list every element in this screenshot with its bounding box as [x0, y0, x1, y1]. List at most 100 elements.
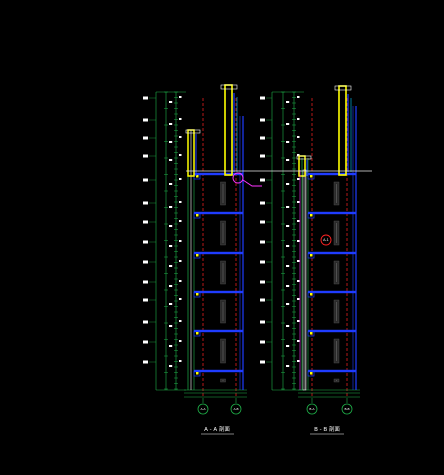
dimension-value-mark	[169, 285, 173, 287]
floor-slab	[308, 329, 356, 333]
dimension-value-mark	[179, 220, 182, 222]
facade-detail-line	[302, 169, 307, 391]
level-mark	[260, 280, 265, 284]
dimension-value-mark	[297, 220, 300, 222]
dimension-value-mark	[286, 141, 290, 143]
dimension-value-mark	[297, 298, 300, 300]
slab-beam	[307, 370, 315, 377]
detail-callout-b: A-1	[320, 234, 332, 246]
dimension-value-mark	[169, 101, 173, 103]
level-mark	[143, 154, 148, 158]
anchor-mark	[196, 254, 199, 257]
dimension-value-mark	[179, 118, 182, 120]
axis-bubble-b-right: B-B	[341, 398, 353, 415]
level-mark	[143, 96, 148, 100]
floor-slab	[308, 369, 356, 373]
dimension-value-mark	[179, 96, 182, 98]
level-mark	[260, 118, 265, 122]
anchor-mark	[196, 372, 199, 375]
anchor-mark	[310, 372, 313, 375]
axis-label: B-B	[344, 407, 349, 411]
dimension-value-mark	[179, 201, 182, 203]
dimension-value-mark	[179, 360, 182, 362]
level-mark	[143, 360, 148, 364]
dimension-value-mark	[297, 360, 300, 362]
section-a-title: A - A 剖面	[204, 425, 230, 433]
slab-beam	[193, 291, 201, 298]
slab-beam	[307, 252, 315, 259]
dimension-value-mark	[179, 320, 182, 322]
dimension-value-mark	[297, 118, 300, 120]
level-mark	[260, 154, 265, 158]
dimension-value-mark	[286, 225, 290, 227]
section-b-elevation	[296, 85, 360, 398]
dimension-value-mark	[297, 136, 300, 138]
dimension-value-mark	[297, 96, 300, 98]
anchor-mark	[310, 254, 313, 257]
slab-beam	[307, 212, 315, 219]
slab-beam	[193, 252, 201, 259]
level-mark	[143, 118, 148, 122]
dimension-value-mark	[286, 285, 290, 287]
dimension-value-mark	[286, 345, 290, 347]
parapet-cap	[220, 84, 238, 90]
level-mark	[143, 220, 148, 224]
slab-beam	[307, 291, 315, 298]
floor-slab	[194, 251, 243, 255]
dimension-value-mark	[169, 123, 173, 125]
anchor-mark	[196, 175, 199, 178]
anchor-mark	[310, 293, 313, 296]
dimension-value-mark	[297, 178, 300, 180]
parapet-wall	[338, 85, 347, 176]
level-mark	[143, 280, 148, 284]
dimension-value-mark	[286, 206, 290, 208]
anchor-mark	[310, 332, 313, 335]
floor-slab	[194, 211, 243, 215]
slab-beam	[193, 212, 201, 219]
axis-label: A-A	[200, 407, 206, 411]
level-mark	[260, 136, 265, 140]
dimension-value-mark	[169, 206, 173, 208]
level-mark	[260, 220, 265, 224]
dimension-value-mark	[297, 240, 300, 242]
low-parapet-cap	[185, 129, 201, 134]
dimension-value-mark	[179, 240, 182, 242]
dimension-value-mark	[169, 159, 173, 161]
axis-label: B-A	[309, 407, 315, 411]
slab-beam	[307, 330, 315, 337]
section-b-title: B - B 剖面	[314, 425, 340, 433]
axis-bubble-b-left: B-A	[306, 398, 318, 415]
dimension-value-mark	[297, 260, 300, 262]
dimension-value-mark	[169, 325, 173, 327]
level-mark	[143, 136, 148, 140]
dimension-value-mark	[169, 245, 173, 247]
floor-slab	[308, 290, 356, 294]
dimension-value-mark	[179, 340, 182, 342]
dimension-value-mark	[297, 320, 300, 322]
dimension-value-mark	[286, 265, 290, 267]
anchor-mark	[196, 293, 199, 296]
dimension-value-mark	[179, 260, 182, 262]
level-mark	[260, 178, 265, 182]
level-mark	[260, 298, 265, 302]
dimension-value-mark	[297, 280, 300, 282]
floor-slab	[194, 369, 243, 373]
level-mark	[143, 340, 148, 344]
dimension-value-mark	[286, 325, 290, 327]
low-parapet-cap	[296, 155, 312, 160]
slab-beam	[307, 173, 315, 180]
dimension-value-mark	[169, 265, 173, 267]
level-mark	[260, 96, 265, 100]
section-a-dimension-chain	[143, 91, 186, 391]
dimension-value-mark	[179, 298, 182, 300]
level-mark	[260, 340, 265, 344]
anchor-mark	[310, 214, 313, 217]
slab-beam	[193, 370, 201, 377]
level-mark	[143, 240, 148, 244]
dimension-value-mark	[286, 123, 290, 125]
dimension-value-mark	[179, 154, 182, 156]
section-b-dimension-chain	[260, 91, 304, 391]
level-mark	[260, 320, 265, 324]
floor-slab	[194, 290, 243, 294]
